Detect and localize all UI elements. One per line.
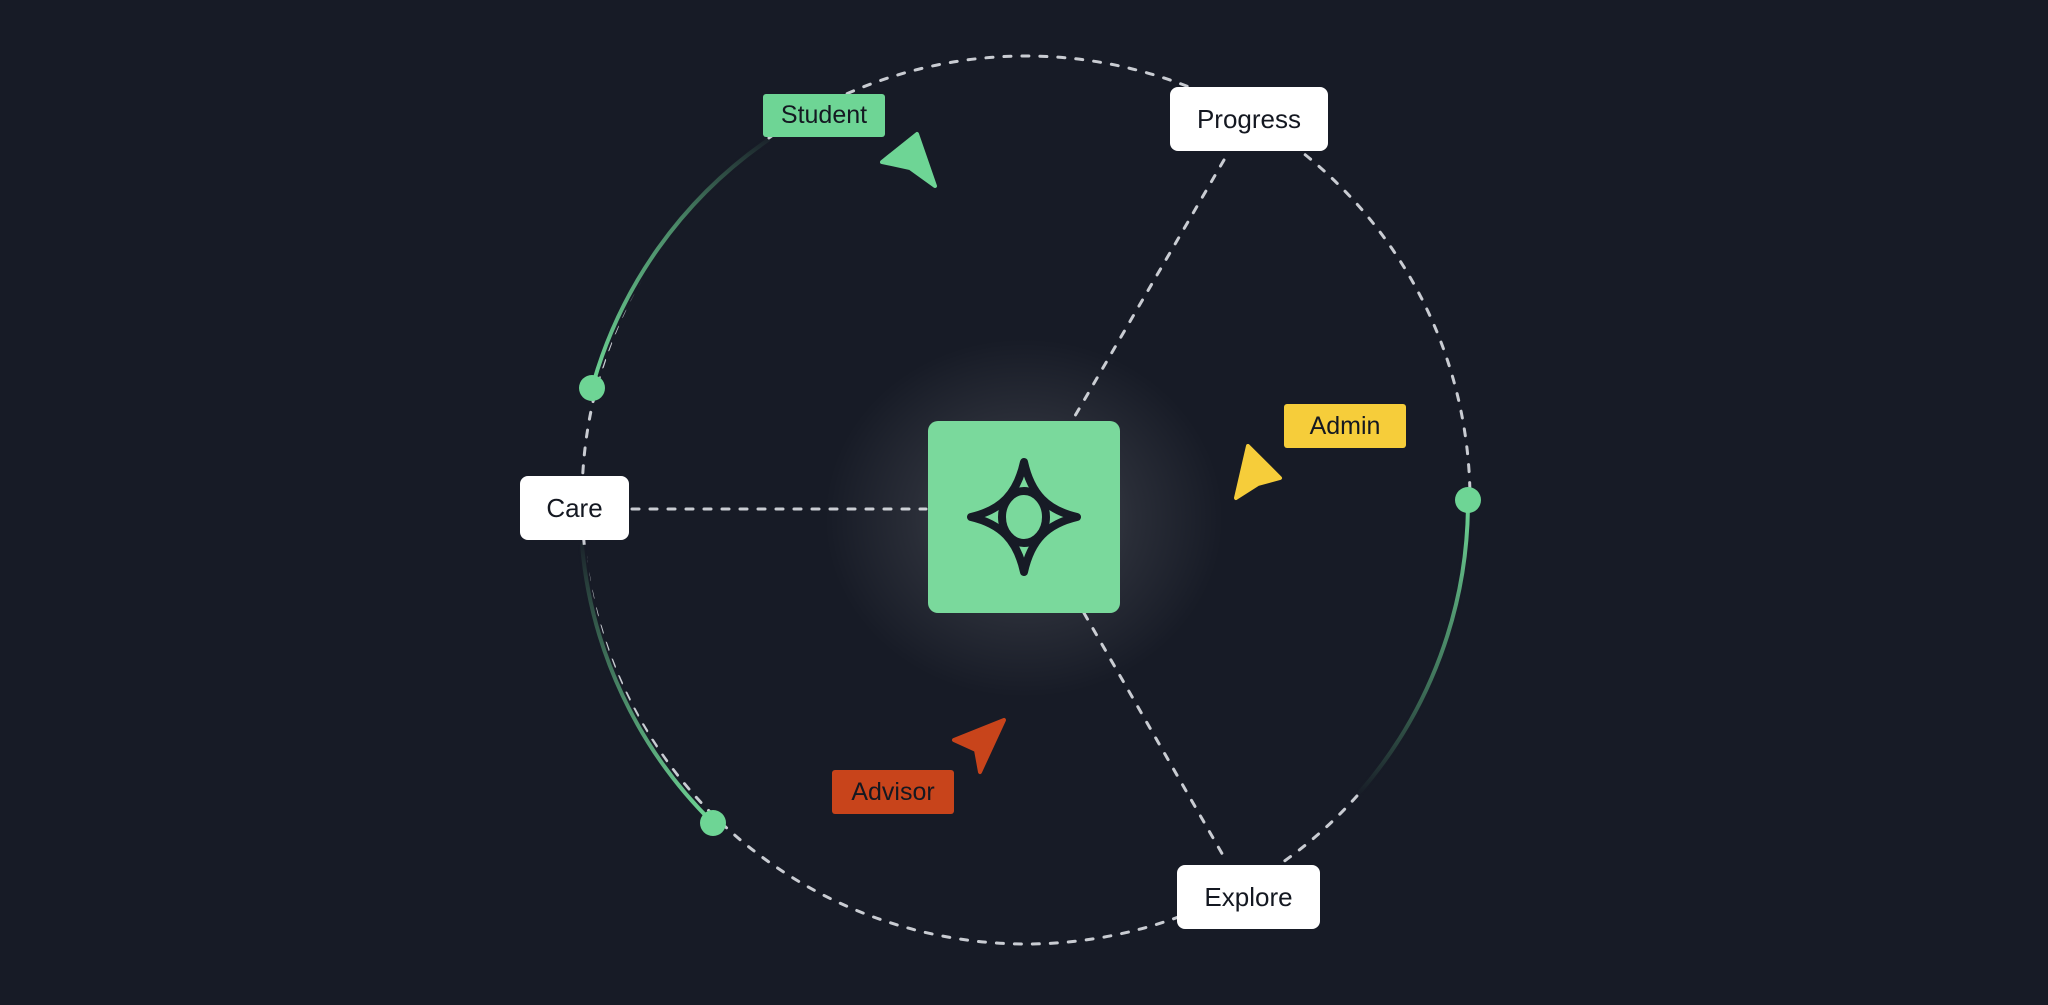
orbit-dot-lower-left <box>700 810 726 836</box>
green-arc-care-stroke <box>580 543 715 825</box>
green-arc-care <box>578 544 716 826</box>
node-explore[interactable]: Explore <box>1177 865 1320 929</box>
node-care[interactable]: Care <box>520 476 629 540</box>
green-arc-admin-stroke <box>1358 498 1471 794</box>
admin-cursor-icon <box>1234 444 1282 500</box>
green-arc-student-stroke <box>590 138 770 390</box>
orbit-dot-right <box>1455 487 1481 513</box>
node-progress[interactable]: Progress <box>1170 87 1328 151</box>
role-tag-advisor: Advisor <box>832 770 954 814</box>
role-tag-admin: Admin <box>1284 404 1406 448</box>
spoke-progress <box>1070 158 1226 423</box>
green-arc-student <box>588 136 771 390</box>
orbit-dot-upper-left <box>579 375 605 401</box>
spoke-explore <box>1082 611 1226 859</box>
student-cursor-icon <box>880 132 937 188</box>
hub-logo <box>928 421 1120 613</box>
star-orbit-logo-icon <box>967 458 1081 576</box>
role-tag-student: Student <box>763 94 885 137</box>
green-arc-admin <box>1356 499 1473 795</box>
advisor-cursor-icon <box>952 718 1006 774</box>
